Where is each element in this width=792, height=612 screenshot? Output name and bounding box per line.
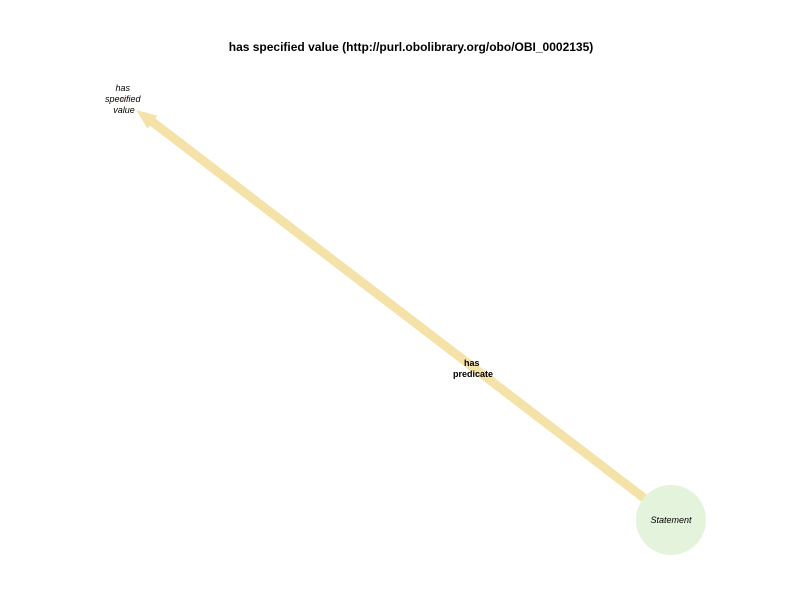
edge-has-predicate[interactable] <box>136 110 647 502</box>
node-statement-label: Statement <box>650 515 692 525</box>
node-has-specified-value[interactable]: has specified value <box>105 83 143 115</box>
graph-title: has specified value (http://purl.obolibr… <box>228 40 594 54</box>
node-has-specified-value-label: has specified value <box>105 83 143 115</box>
node-label-line: Statement <box>650 515 692 525</box>
edge-label-line: has <box>464 358 480 368</box>
node-label-line: specified <box>105 94 142 104</box>
node-statement[interactable]: Statement <box>636 485 706 555</box>
edge-label-has-predicate: has predicate <box>453 358 493 379</box>
node-has-specified-value-marker <box>121 97 125 101</box>
edge-line <box>147 116 647 502</box>
node-label-line: has <box>115 83 130 93</box>
node-label-line: value <box>113 105 135 115</box>
node-statement-circle <box>636 485 706 555</box>
edge-arrowhead <box>136 110 158 129</box>
edge-label-line: predicate <box>453 369 493 379</box>
